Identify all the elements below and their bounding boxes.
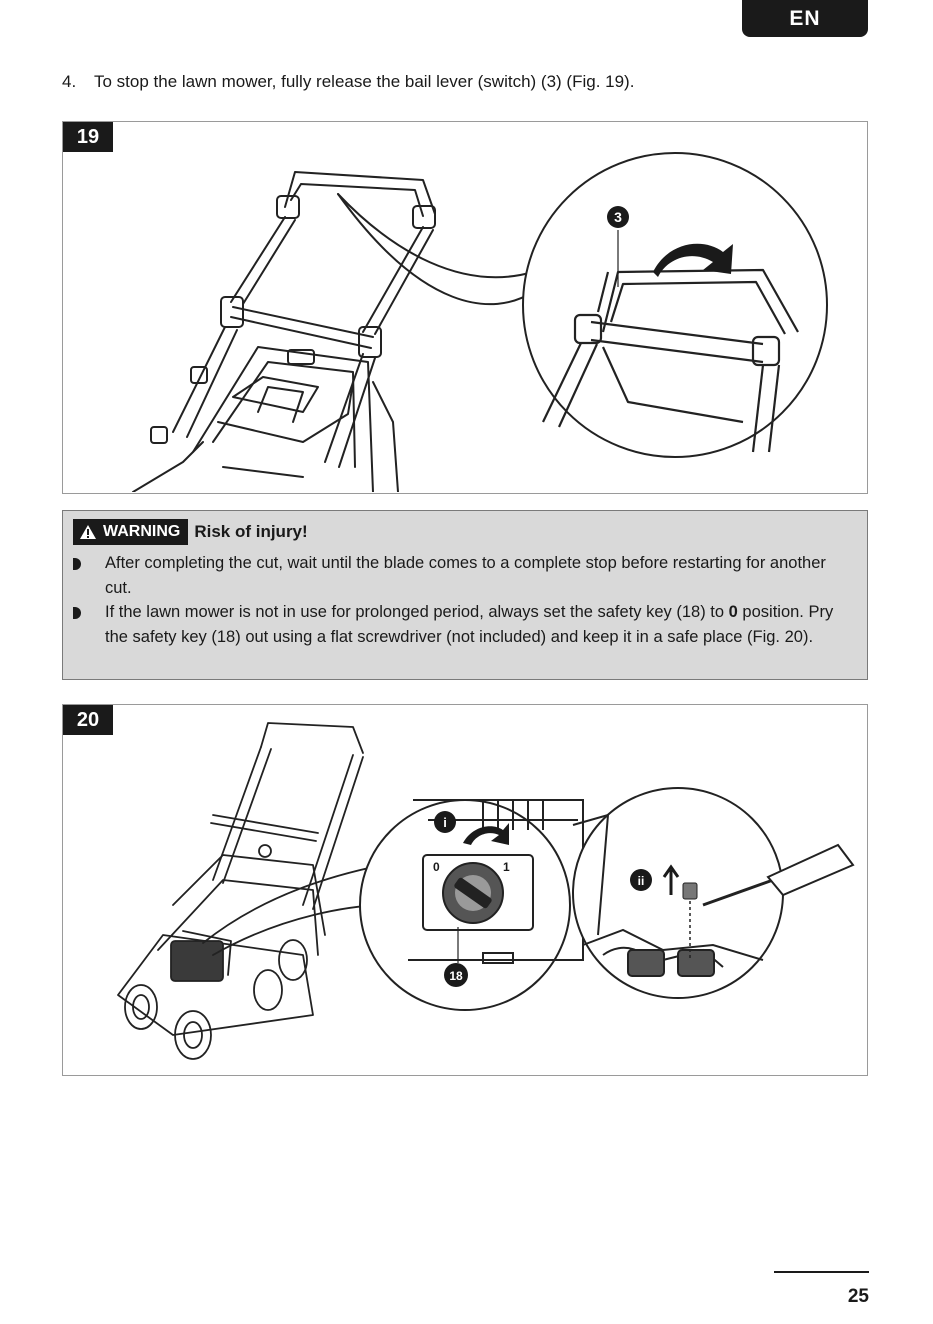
warning-list: After completing the cut, wait until the… (73, 551, 853, 649)
warning-title: Risk of injury! (194, 522, 308, 541)
footer-rule (774, 1271, 869, 1273)
warning-badge: WARNING (73, 519, 189, 545)
warning-triangle-icon (80, 525, 96, 539)
warning-item: If the lawn mower is not in use for prol… (73, 600, 853, 649)
callout-3: 3 (614, 209, 622, 225)
figure-19: 3 19 (62, 121, 868, 494)
bullet-icon (73, 607, 81, 619)
mower-handle-illustration: 3 (132, 152, 828, 492)
figure-20: 0 1 i 18 ii 20 (62, 704, 868, 1076)
dial-label-1: 1 (503, 860, 510, 874)
warning-box: WARNING Risk of injury! After completing… (62, 510, 868, 680)
page-number: 25 (847, 1286, 869, 1307)
bullet-icon (73, 558, 81, 570)
step-ii-marker: ii (638, 874, 645, 888)
figure-19-label: 19 (63, 122, 113, 152)
language-badge: EN (742, 0, 868, 37)
step-text: To stop the lawn mower, fully release th… (94, 72, 635, 91)
warning-item: After completing the cut, wait until the… (73, 551, 853, 600)
step-i-marker: i (443, 815, 447, 830)
callout-18: 18 (449, 969, 463, 983)
safety-key-illustration: 0 1 i 18 ii (117, 722, 855, 1060)
step-4: 4. To stop the lawn mower, fully release … (62, 70, 862, 94)
step-number: 4. (62, 72, 77, 91)
dial-label-0: 0 (433, 860, 440, 874)
figure-20-label: 20 (63, 705, 113, 735)
warning-label: WARNING (103, 523, 181, 540)
